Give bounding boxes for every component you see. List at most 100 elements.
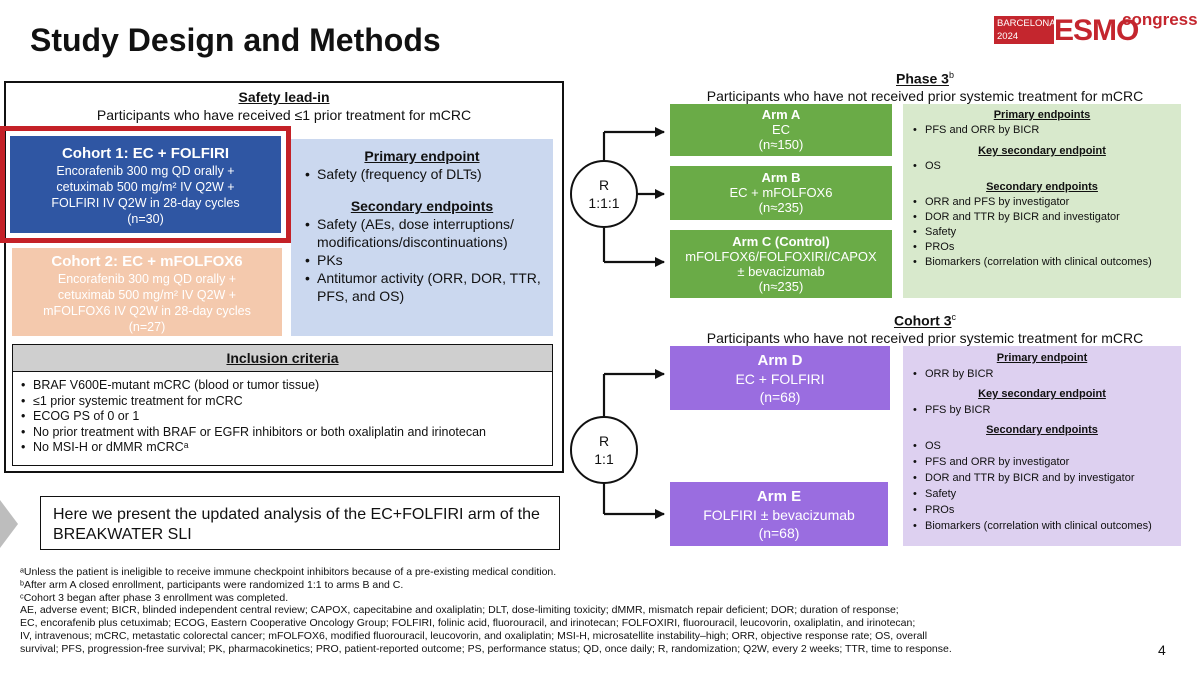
cohort3-rand-ratio: 1:1 <box>594 451 614 467</box>
cohort3-endpoints-box: Primary endpoint ORR by BICR Key seconda… <box>903 346 1181 546</box>
arm-c-box: Arm C (Control) mFOLFOX6/FOLFOXIRI/CAPOX… <box>670 230 892 298</box>
phase3-secondary-list: ORR and PFS by investigator DOR and TTR … <box>909 195 1175 270</box>
list-item: Antitumor activity (ORR, DOR, TTR, PFS, … <box>305 269 543 305</box>
arm-c-treatment: mFOLFOX6/FOLFOXIRI/CAPOX <box>685 249 877 264</box>
list-item: Safety <box>913 486 1175 502</box>
page-number: 4 <box>1158 642 1166 658</box>
arm-e-name: Arm E <box>756 488 802 505</box>
safety-leadin-header: Safety lead-in Participants who have rec… <box>4 88 564 124</box>
list-item: Safety (AEs, dose interruptions/ modific… <box>305 215 543 251</box>
inclusion-header: Inclusion criteria <box>13 345 552 372</box>
cohort3-secondary-title: Secondary endpoints <box>986 424 1098 436</box>
phase3-endpoints-box: Primary endpoints PFS and ORR by BICR Ke… <box>903 104 1181 298</box>
arm-c-n: (n≈235) <box>758 279 804 294</box>
phase3-subtitle: Participants who have not received prior… <box>706 87 1144 104</box>
arm-a-box: Arm A EC (n≈150) <box>670 104 892 156</box>
list-item: PFS by BICR <box>913 402 1175 418</box>
leadin-secondary-title: Secondary endpoints <box>350 198 494 214</box>
footnote: ᵇAfter arm A closed enrollment, particip… <box>20 578 404 591</box>
cohort1-box: Cohort 1: EC + FOLFIRI Encorafenib 300 m… <box>10 136 281 233</box>
cohort2-n: (n=27) <box>128 320 166 334</box>
list-item: ORR by BICR <box>913 366 1175 382</box>
arm-a-treatment: EC <box>771 122 791 137</box>
phase3-primary-title: Primary endpoints <box>993 109 1091 121</box>
arm-a-n: (n≈150) <box>758 137 804 152</box>
safety-leadin-title: Safety lead-in <box>238 89 330 105</box>
cohort2-box: Cohort 2: EC + mFOLFOX6 Encorafenib 300 … <box>12 248 282 336</box>
callout-box: Here we present the updated analysis of … <box>40 496 560 550</box>
list-item: ≤1 prior systemic treatment for mCRC <box>21 394 552 410</box>
cohort3-primary-title: Primary endpoint <box>996 352 1088 364</box>
list-item: Safety (frequency of DLTs) <box>305 165 543 183</box>
list-item: DOR and TTR by BICR and investigator <box>913 210 1175 225</box>
arm-d-name: Arm D <box>757 352 803 369</box>
inclusion-title: Inclusion criteria <box>226 350 339 366</box>
cohort3-randomization: R 1:1 <box>570 416 638 484</box>
logo-suffix: congress <box>1122 10 1198 29</box>
cohort2-line2: cetuximab 500 mg/m² IV Q2W + <box>57 288 237 302</box>
phase3-key-secondary-list: OS <box>909 159 1175 174</box>
arm-b-name: Arm B <box>761 170 801 185</box>
arm-b-treatment: EC + mFOLFOX6 <box>729 185 833 200</box>
arm-d-treatment: EC + FOLFIRI <box>735 371 825 387</box>
list-item: No prior treatment with BRAF or EGFR inh… <box>21 425 552 441</box>
cohort3-header: Cohort 3c Participants who have not rece… <box>670 309 1180 347</box>
arm-b-box: Arm B EC + mFOLFOX6 (n≈235) <box>670 166 892 220</box>
footnote: ᶜCohort 3 began after phase 3 enrollment… <box>20 591 289 604</box>
list-item: No MSI-H or dMMR mCRCᵃ <box>21 440 552 456</box>
safety-leadin-subtitle: Participants who have received ≤1 prior … <box>96 107 472 123</box>
cohort1-title: Cohort 1: EC + FOLFIRI <box>61 145 230 162</box>
list-item: Biomarkers (correlation with clinical ou… <box>913 518 1175 534</box>
footnote: AE, adverse event; BICR, blinded indepen… <box>20 604 899 617</box>
cohort1-line3: FOLFIRI IV Q2W in 28-day cycles <box>51 196 240 210</box>
list-item: ORR and PFS by investigator <box>913 195 1175 210</box>
footnote: ᵃUnless the patient is ineligible to rec… <box>20 566 557 578</box>
cohort1-line2: cetuximab 500 mg/m² IV Q2W + <box>56 180 235 194</box>
phase3-rand-ratio: 1:1:1 <box>588 195 620 211</box>
arm-c-treatment2: ± bevacizumab <box>737 264 825 279</box>
phase3-rand-r: R <box>598 177 610 193</box>
inclusion-box: Inclusion criteria BRAF V600E-mutant mCR… <box>12 344 553 466</box>
cohort2-title: Cohort 2: EC + mFOLFOX6 <box>51 253 243 270</box>
list-item: Biomarkers (correlation with clinical ou… <box>913 255 1175 270</box>
arm-e-n: (n=68) <box>758 525 800 541</box>
cohort3-primary-list: ORR by BICR <box>909 366 1175 382</box>
list-item: PFS and ORR by BICR <box>913 123 1175 138</box>
cohort1-highlight <box>0 126 291 243</box>
inclusion-list: BRAF V600E-mutant mCRC (blood or tumor t… <box>13 378 552 456</box>
list-item: PKs <box>305 251 543 269</box>
callout-text: Here we present the updated analysis of … <box>53 506 540 543</box>
safety-leadin-panel <box>4 81 564 473</box>
cohort3-subtitle: Participants who have not received prior… <box>706 329 1144 346</box>
cohort1-n: (n=30) <box>127 212 164 226</box>
page-title: Study Design and Methods <box>30 22 441 58</box>
arm-e-box: Arm E FOLFIRI ± bevacizumab (n=68) <box>670 482 888 546</box>
cohort3-key-secondary-list: PFS by BICR <box>909 402 1175 418</box>
arm-e-treatment: FOLFIRI ± bevacizumab <box>703 507 855 523</box>
cohort3-rand-r: R <box>598 433 610 449</box>
cohort1-line1: Encorafenib 300 mg QD orally + <box>56 164 235 178</box>
esmo-logo: BARCELONA 2024 ESMO congress <box>994 10 1198 50</box>
cohort2-line1: Encorafenib 300 mg QD orally + <box>57 272 237 286</box>
list-item: BRAF V600E-mutant mCRC (blood or tumor t… <box>21 378 552 394</box>
list-item: PROs <box>913 502 1175 518</box>
arm-d-n: (n=68) <box>759 389 801 405</box>
footnote: IV, intravenous; mCRC, metastatic colore… <box>20 629 928 642</box>
phase3-title: Phase 3 <box>896 70 949 87</box>
list-item: OS <box>913 438 1175 454</box>
list-item: ECOG PS of 0 or 1 <box>21 409 552 425</box>
arm-c-name: Arm C (Control) <box>732 234 830 249</box>
phase3-key-secondary-title: Key secondary endpoint <box>978 145 1106 157</box>
arm-d-box: Arm D EC + FOLFIRI (n=68) <box>670 346 890 410</box>
phase3-randomization: R 1:1:1 <box>570 160 638 228</box>
arm-a-name: Arm A <box>761 107 801 122</box>
phase3-title-sup: b <box>948 70 954 80</box>
phase3-secondary-title: Secondary endpoints <box>986 181 1098 193</box>
logo-brand: ESMO <box>1054 14 1139 47</box>
list-item: PROs <box>913 240 1175 255</box>
cohort2-line3: mFOLFOX6 IV Q2W in 28-day cycles <box>43 304 251 318</box>
list-item: DOR and TTR by BICR and by investigator <box>913 470 1175 486</box>
callout-arrow-icon <box>0 500 18 548</box>
leadin-primary-title: Primary endpoint <box>364 148 480 164</box>
